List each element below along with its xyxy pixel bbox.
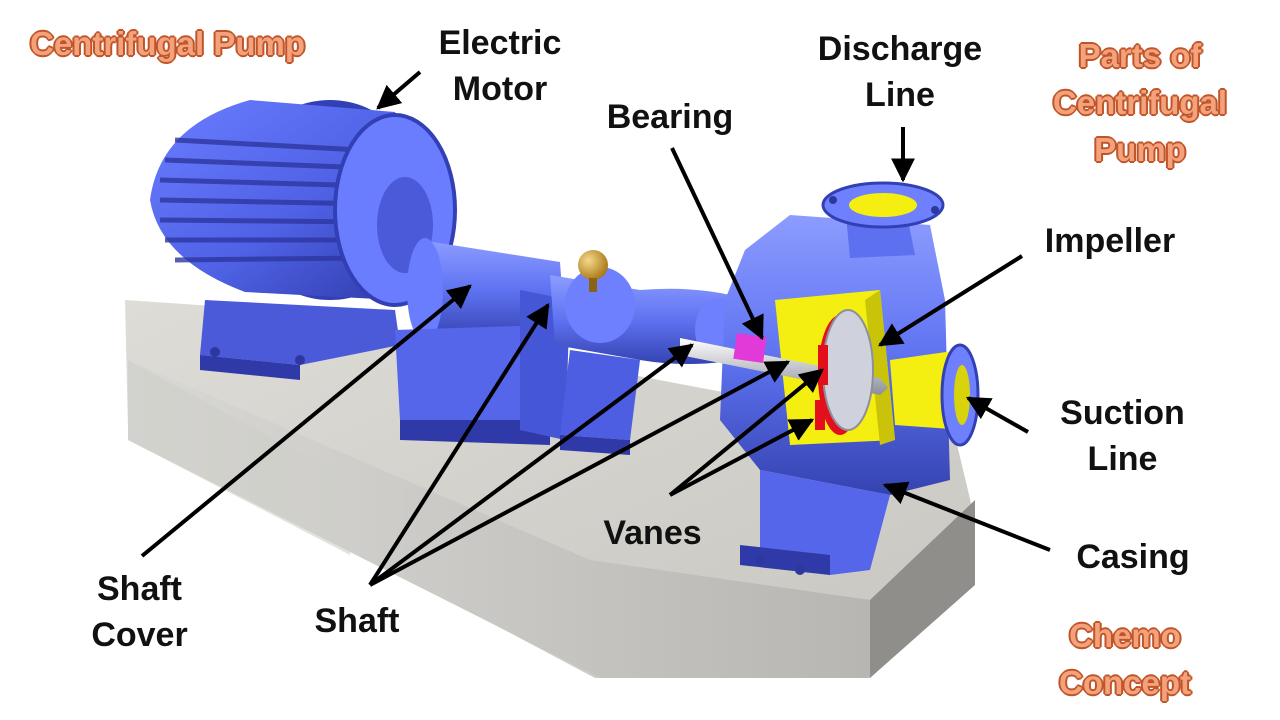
pointer-lines: [140, 70, 1051, 587]
label-electric-motor: Electric Motor: [415, 20, 585, 112]
label-discharge-line-1: Discharge: [817, 30, 983, 68]
electric-motor: [150, 100, 457, 380]
arrow-casing: [882, 481, 1051, 552]
label-suction-line-2: Line: [1087, 440, 1158, 478]
label-shaft-cover-line-2: Cover: [91, 616, 188, 654]
label-shaft-cover-line-1: Shaft: [97, 570, 182, 608]
title-parts-of-centrifugal-pump: Parts of Centrifugal Pump: [1015, 32, 1265, 173]
title-parts-line-3: Pump: [1094, 131, 1186, 168]
arrow-vanes-2: [669, 418, 815, 497]
label-suction-line: Suction Line: [1045, 390, 1200, 482]
label-vanes: Vanes: [603, 514, 702, 552]
label-bearing: Bearing: [606, 98, 734, 136]
label-discharge-line: Discharge Line: [795, 26, 1005, 118]
title-chemo-line-2: Concept: [1059, 664, 1191, 701]
title-chemo-concept: Chemo Concept: [1030, 612, 1220, 706]
bearing-housing: [550, 250, 760, 455]
label-electric-motor-line-1: Electric: [438, 24, 562, 62]
label-impeller: Impeller: [1044, 222, 1176, 260]
arrow-bearing: [670, 147, 764, 341]
title-chemo-line-1: Chemo: [1069, 617, 1181, 654]
arrow-shaft-2: [368, 343, 694, 587]
label-shaft-cover: Shaft Cover: [72, 566, 207, 658]
label-casing: Casing: [1076, 538, 1190, 576]
label-suction-line-1: Suction: [1060, 394, 1185, 432]
arrow-shaft-cover: [140, 284, 472, 558]
arrow-impeller: [877, 254, 1024, 347]
label-shaft: Shaft: [314, 602, 400, 640]
title-parts-line-1: Parts of: [1078, 37, 1202, 74]
title-parts-line-2: Centrifugal: [1052, 84, 1228, 121]
shaft-cover: [395, 238, 570, 445]
title-centrifugal-pump: Centrifugal Pump: [30, 25, 306, 62]
arrow-shaft-3: [369, 360, 791, 587]
arrow-suction-line: [965, 396, 1029, 434]
impeller: [815, 309, 874, 435]
label-discharge-line-2: Line: [865, 76, 935, 114]
arrow-vanes-1: [668, 368, 824, 497]
arrow-electric-motor: [376, 70, 422, 110]
label-electric-motor-line-2: Motor: [452, 70, 548, 108]
arrow-shaft-1: [368, 302, 550, 587]
